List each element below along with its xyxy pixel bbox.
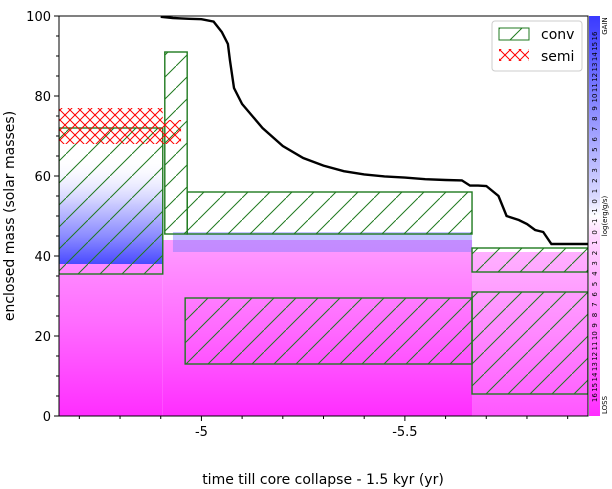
colorbar-tick-label: 0 [591, 199, 599, 203]
colorbar-tick-label: 1 [591, 240, 599, 244]
colorbar-tick-label: 3 [591, 168, 599, 172]
y-tick-label: 100 [26, 10, 51, 25]
colorbar-tick-label: 15 [591, 42, 599, 51]
semiconvective-zone [162, 120, 182, 144]
colorbar-tick-label: 12 [591, 352, 599, 361]
colorbar-tick-label: 13 [591, 362, 599, 371]
convective-zone [184, 297, 473, 365]
colorbar-tick-label: 2 [591, 178, 599, 182]
mixing-zones [59, 51, 588, 395]
colorbar-loss-label: LOSS [601, 395, 609, 414]
y-tick-label: 80 [34, 90, 51, 105]
colorbar-tick-label: 5 [591, 282, 599, 286]
colorbar-tick-label: 3 [591, 261, 599, 265]
legend-semi-label: semi [541, 49, 574, 65]
colorbar-tick-label: 16 [591, 393, 599, 402]
colorbar-tick-label: 6 [591, 137, 599, 142]
legend-conv-label: conv [541, 27, 574, 43]
colorbar-tick-label: 0 [591, 230, 599, 234]
colorbar-tick-label: 13 [591, 63, 599, 72]
colorbar-tick-label: 12 [591, 73, 599, 82]
colorbar-tick-label: 4 [591, 157, 599, 162]
colorbar-label: log(erg/g/s) [601, 196, 609, 237]
colorbar-tick-label: 11 [591, 342, 599, 351]
colorbar-tick-label: 10 [591, 94, 599, 103]
colorbar-tick-label: 15 [591, 383, 599, 392]
colorbar: 161514131211109876543210-1-1012345678910… [589, 16, 609, 416]
y-axis: 0 20 40 60 80 100 [26, 10, 59, 425]
y-tick-label: 0 [43, 410, 51, 425]
series-line [160, 16, 588, 246]
convective-zone [59, 127, 164, 275]
colorbar-tick-label: 10 [591, 331, 599, 340]
colorbar-ticks: 161514131211109876543210-1-1012345678910… [591, 31, 599, 402]
x-axis-label: time till core collapse - 1.5 kyr (yr) [202, 472, 444, 488]
y-axis-label: enclosed mass (solar masses) [2, 111, 18, 321]
convective-zone [186, 191, 473, 235]
colorbar-tick-label: 8 [591, 116, 599, 120]
x-tick-label: -5 [195, 425, 208, 440]
y-tick-label: 40 [34, 250, 51, 265]
colorbar-tick-label: 14 [591, 52, 599, 61]
colorbar-tick-label: 7 [591, 127, 599, 131]
y-tick-label: 20 [34, 330, 51, 345]
convective-zone [471, 291, 588, 395]
colorbar-tick-label: 7 [591, 302, 599, 306]
y-tick-label: 60 [34, 170, 51, 185]
colorbar-strip [589, 16, 600, 416]
colorbar-tick-label: 8 [591, 313, 599, 317]
colorbar-tick-label: 9 [591, 106, 599, 110]
colorbar-tick-label: -1 [591, 219, 599, 226]
colorbar-tick-label: 9 [591, 323, 599, 327]
convective-zone [471, 247, 588, 273]
colorbar-tick-label: 2 [591, 251, 599, 255]
colorbar-tick-label: 1 [591, 189, 599, 193]
x-tick-label: -5.5 [392, 425, 417, 440]
total-mass-line [160, 16, 588, 246]
colorbar-tick-label: 4 [591, 271, 599, 276]
colorbar-tick-label: 6 [591, 292, 599, 297]
colorbar-tick-label: 5 [591, 147, 599, 151]
semiconvective-zone [59, 108, 163, 144]
legend-semi-swatch [499, 49, 529, 61]
colorbar-tick-label: 16 [591, 31, 599, 40]
legend: conv semi [491, 20, 583, 72]
colorbar-gain-label: GAIN [601, 17, 609, 35]
x-axis: -5 -5.5 [78, 416, 569, 440]
colorbar-tick-label: 11 [591, 83, 599, 92]
colorbar-tick-label: 14 [591, 372, 599, 381]
gain-band [172, 232, 473, 252]
colorbar-tick-label: -1 [591, 208, 599, 215]
legend-conv-swatch [498, 27, 530, 41]
